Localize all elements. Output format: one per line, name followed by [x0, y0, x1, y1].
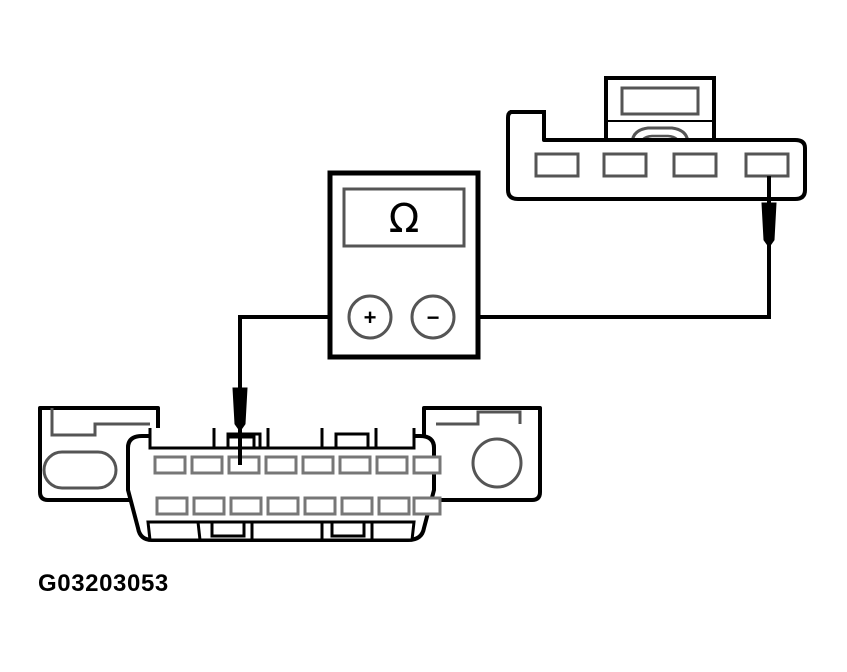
- connector-locking-tab-window: [620, 86, 700, 116]
- connector-cavity-2[interactable]: [602, 152, 648, 178]
- ohmmeter[interactable]: Ω + −: [327, 170, 481, 360]
- dlc-left-flange-detail: [50, 408, 150, 437]
- dlc-pin-top-6[interactable]: [338, 455, 372, 475]
- dlc-pin-bottom-4[interactable]: [266, 496, 300, 516]
- probe-positive-tip[interactable]: [232, 387, 248, 432]
- wire-negative: [478, 203, 771, 319]
- connector-cavity-4-probed[interactable]: [744, 152, 790, 178]
- meter-terminal-positive[interactable]: [347, 294, 393, 340]
- dlc-pin-top-2[interactable]: [190, 455, 224, 475]
- dlc-pin-bottom-3[interactable]: [229, 496, 263, 516]
- component-connector[interactable]: [506, 76, 807, 205]
- dlc-pin-top-7[interactable]: [375, 455, 409, 475]
- dlc-pin-top-3-probed[interactable]: [227, 455, 261, 475]
- dlc-bottom-rail-key-1: [210, 520, 246, 538]
- dlc-top-rail-key-2: [334, 432, 370, 450]
- dlc-pin-bottom-7[interactable]: [377, 496, 411, 516]
- connector-cavity-3[interactable]: [672, 152, 718, 178]
- dlc-pin-top-1[interactable]: [153, 455, 187, 475]
- connector-cavity-1[interactable]: [534, 152, 580, 178]
- meter-terminal-negative[interactable]: [410, 294, 456, 340]
- dlc-top-rail: [148, 428, 416, 450]
- meter-terminal-positive-label: +: [364, 305, 377, 330]
- dlc-pin-bottom-1[interactable]: [155, 496, 189, 516]
- dlc-pin-top-8[interactable]: [412, 455, 442, 475]
- dlc-pin-bottom-2[interactable]: [192, 496, 226, 516]
- wire-group: [238, 203, 771, 392]
- dlc-pin-bottom-8[interactable]: [412, 496, 442, 516]
- ohm-symbol: Ω: [389, 196, 420, 242]
- probe-negative-tip[interactable]: [761, 202, 777, 248]
- dlc-right-mount-hole-circle: [471, 437, 523, 489]
- meter-terminal-negative-label: −: [427, 305, 440, 330]
- dlc-pin-top-4[interactable]: [264, 455, 298, 475]
- dlc-bottom-rail-divider-1: [196, 521, 202, 541]
- dlc-left-mount-hole-oval: [42, 450, 118, 490]
- dlc-pin-bottom-5[interactable]: [303, 496, 337, 516]
- dlc-pin-bottom-6[interactable]: [340, 496, 374, 516]
- wire-positive: [238, 315, 332, 392]
- dlc-bottom-rail: [146, 520, 416, 542]
- meter-display: [342, 187, 466, 248]
- dlc-bottom-rail-key-2: [330, 520, 366, 538]
- dlc-pin-top-5[interactable]: [301, 455, 335, 475]
- figure-id-label: G03203053: [38, 570, 169, 597]
- data-link-connector[interactable]: [38, 406, 542, 542]
- dlc-right-flange-detail: [436, 410, 522, 426]
- connector-body: [506, 110, 807, 201]
